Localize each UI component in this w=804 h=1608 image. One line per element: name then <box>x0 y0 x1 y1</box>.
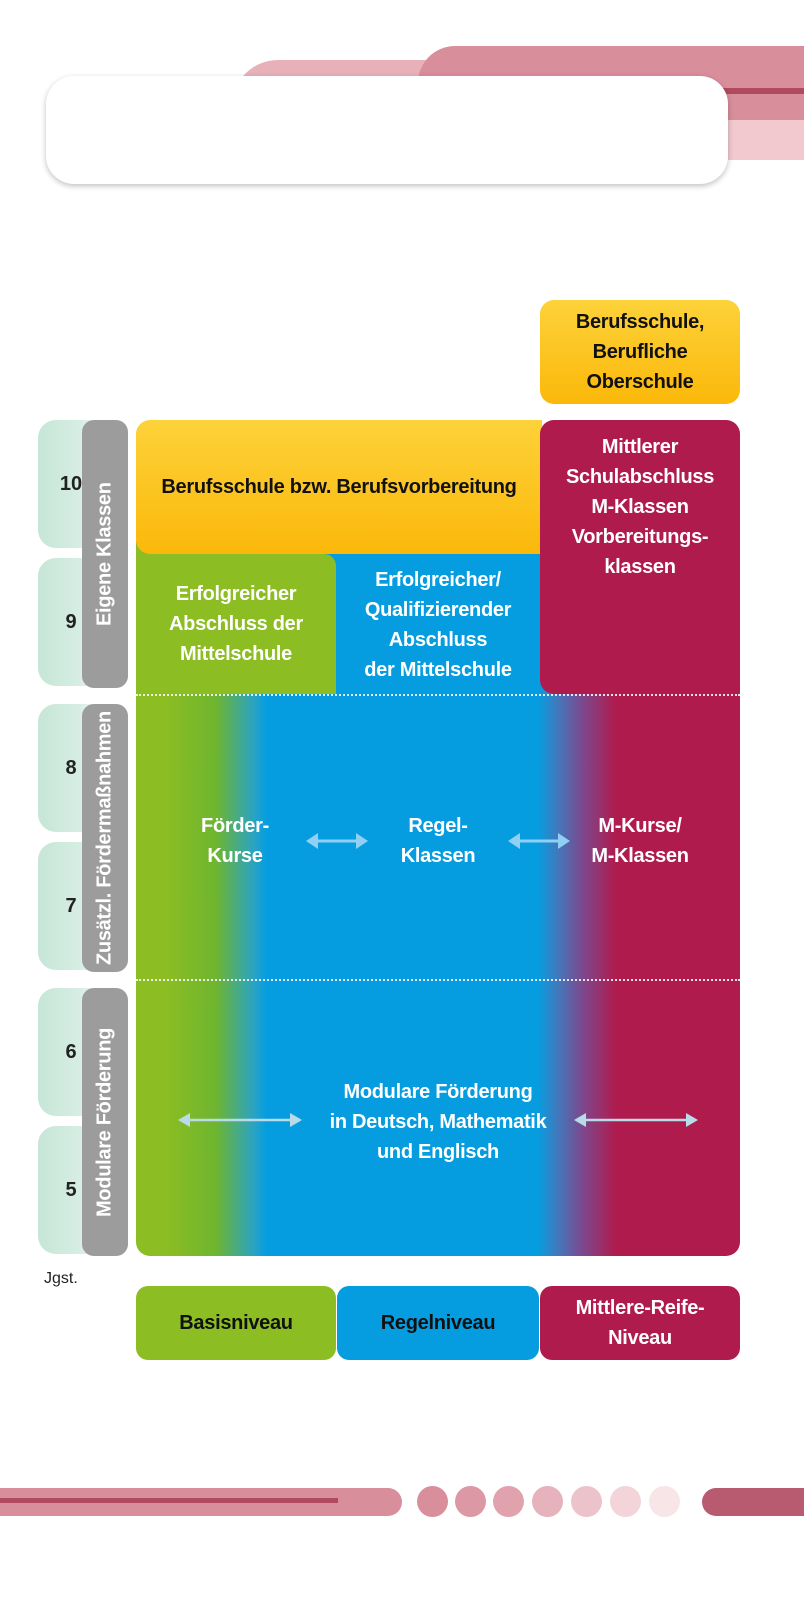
side-label-zusaetzl-text: Zusätzl. Fördermaßnahmen <box>93 711 116 965</box>
cell-modulare-foerderung-text: Modulare Förderung in Deutsch, Mathemati… <box>329 1081 547 1163</box>
grade-axis-label: Jgst. <box>44 1270 78 1287</box>
box-berufsschule-text: Berufsschule, Berufliche Oberschule <box>575 311 705 393</box>
cell-foerderkurse: Förder- Kurse <box>170 806 300 876</box>
cell-erfolgreicher-text: Erfolgreicher Abschluss der Mittelschule <box>169 583 303 665</box>
cell-erfolgreicher-abschluss: Erfolgreicher Abschluss der Mittelschule <box>136 554 336 694</box>
level-regelniveau: Regelniveau <box>337 1286 539 1360</box>
box-berufsschule-berufliche-oberschule: Berufsschule, Berufliche Oberschule <box>540 300 740 404</box>
double-arrow-icon <box>306 833 368 849</box>
cell-m-kurse-text: M-Kurse/ M-Klassen <box>591 815 689 867</box>
level-mittlere-reife-text: Mittlere-Reife- Niveau <box>575 1297 705 1349</box>
cell-qualifizierender-bg <box>336 552 540 694</box>
double-arrow-icon <box>574 1113 698 1127</box>
footer-band-right <box>702 1488 804 1516</box>
footer-dot <box>610 1486 641 1517</box>
cell-foerderkurse-text: Förder- Kurse <box>201 815 269 867</box>
footer-band-stripe <box>0 1498 338 1503</box>
grade-label-5: 5 <box>65 1178 77 1201</box>
cell-mittlerer-schulabschluss: Mittlerer Schulabschluss M-Klassen Vorbe… <box>540 420 740 694</box>
cell-berufsschule-bzw-berufsvorbereitung: Berufsschule bzw. Berufsvorbereitung <box>136 420 542 554</box>
footer-dot <box>571 1486 602 1517</box>
cell-modulare-foerderung: Modulare Förderung in Deutsch, Mathemati… <box>310 1074 566 1170</box>
level-basisniveau-text: Basisniveau <box>179 1311 293 1334</box>
header-band-stripe <box>700 88 804 94</box>
level-regelniveau-text: Regelniveau <box>380 1311 496 1334</box>
cell-qualifizierender-text: Erfolgreicher/ Qualifizierender Abschlus… <box>364 569 512 681</box>
side-label-eigene-klassen-text: Eigene Klassen <box>93 482 116 626</box>
grade-label-7: 7 <box>65 894 77 917</box>
footer-dot <box>532 1486 563 1517</box>
grade-label-10: 10 <box>59 472 83 495</box>
footer-dot <box>493 1486 524 1517</box>
side-label-eigene-klassen: Eigene Klassen <box>82 420 128 688</box>
grade-label-8: 8 <box>65 756 77 779</box>
cell-mittlerer-text: Mittlerer Schulabschluss M-Klassen Vorbe… <box>565 436 715 578</box>
footer-dot <box>417 1486 448 1517</box>
grade-label-9: 9 <box>65 610 77 633</box>
level-mittlere-reife-niveau: Mittlere-Reife- Niveau <box>540 1286 740 1360</box>
footer-dot <box>649 1486 680 1517</box>
grade-label-6: 6 <box>65 1040 77 1063</box>
side-label-modulare-text: Modulare Förderung <box>93 1027 116 1217</box>
cell-m-kurse: M-Kurse/ M-Klassen <box>560 806 720 876</box>
title-box <box>46 76 728 184</box>
header-band-light <box>728 120 804 160</box>
separator-grade-8-9 <box>136 694 740 696</box>
separator-grade-6-7 <box>136 979 740 981</box>
level-basisniveau: Basisniveau <box>136 1286 336 1360</box>
footer-dot <box>455 1486 486 1517</box>
double-arrow-icon <box>508 833 570 849</box>
cell-regelklassen: Regel- Klassen <box>372 806 504 876</box>
side-label-zusaetzl-foerdermassnahmen: Zusätzl. Fördermaßnahmen <box>82 704 128 972</box>
double-arrow-icon <box>178 1113 302 1127</box>
cell-qualifizierender-abschluss: Erfolgreicher/ Qualifizierender Abschlus… <box>336 560 540 690</box>
side-label-modulare-foerderung: Modulare Förderung <box>82 988 128 1256</box>
cell-regelklassen-text: Regel- Klassen <box>400 815 476 867</box>
cell-berufsschule-bzw-text: Berufsschule bzw. Berufsvorbereitung <box>161 475 517 498</box>
